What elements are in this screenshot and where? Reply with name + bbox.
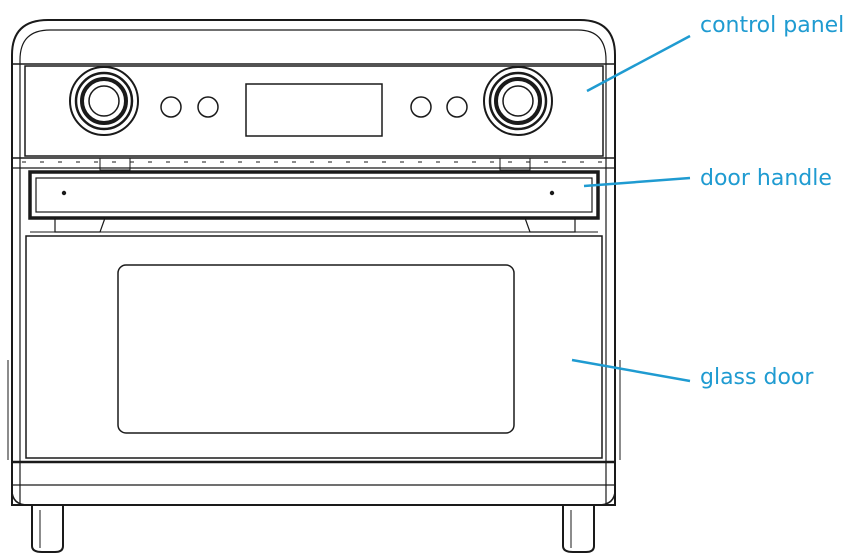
button-left-1: [160, 96, 182, 118]
callout-lines: [571, 34, 691, 383]
button-right-2: [446, 96, 468, 118]
right-knob: [483, 66, 553, 136]
button-right-1: [410, 96, 432, 118]
callout-door-handle: door handle: [700, 166, 832, 191]
button-left-2: [197, 96, 219, 118]
left-knob: [69, 66, 139, 136]
right-foot: [562, 505, 595, 553]
housing-inner-edge: [19, 29, 607, 505]
callout-line-glass-door: [571, 358, 691, 383]
callout-glass-door: glass door: [700, 365, 814, 390]
left-foot: [31, 505, 64, 553]
callout-line-door-handle: [583, 176, 691, 188]
oven-housing: [11, 19, 616, 506]
callout-control-panel: control panel: [700, 13, 845, 38]
door-handle: [28, 170, 600, 220]
control-panel: [24, 65, 604, 157]
glass-door: [25, 235, 603, 459]
callout-line-control-panel: [586, 34, 691, 93]
display-screen: [245, 83, 383, 137]
